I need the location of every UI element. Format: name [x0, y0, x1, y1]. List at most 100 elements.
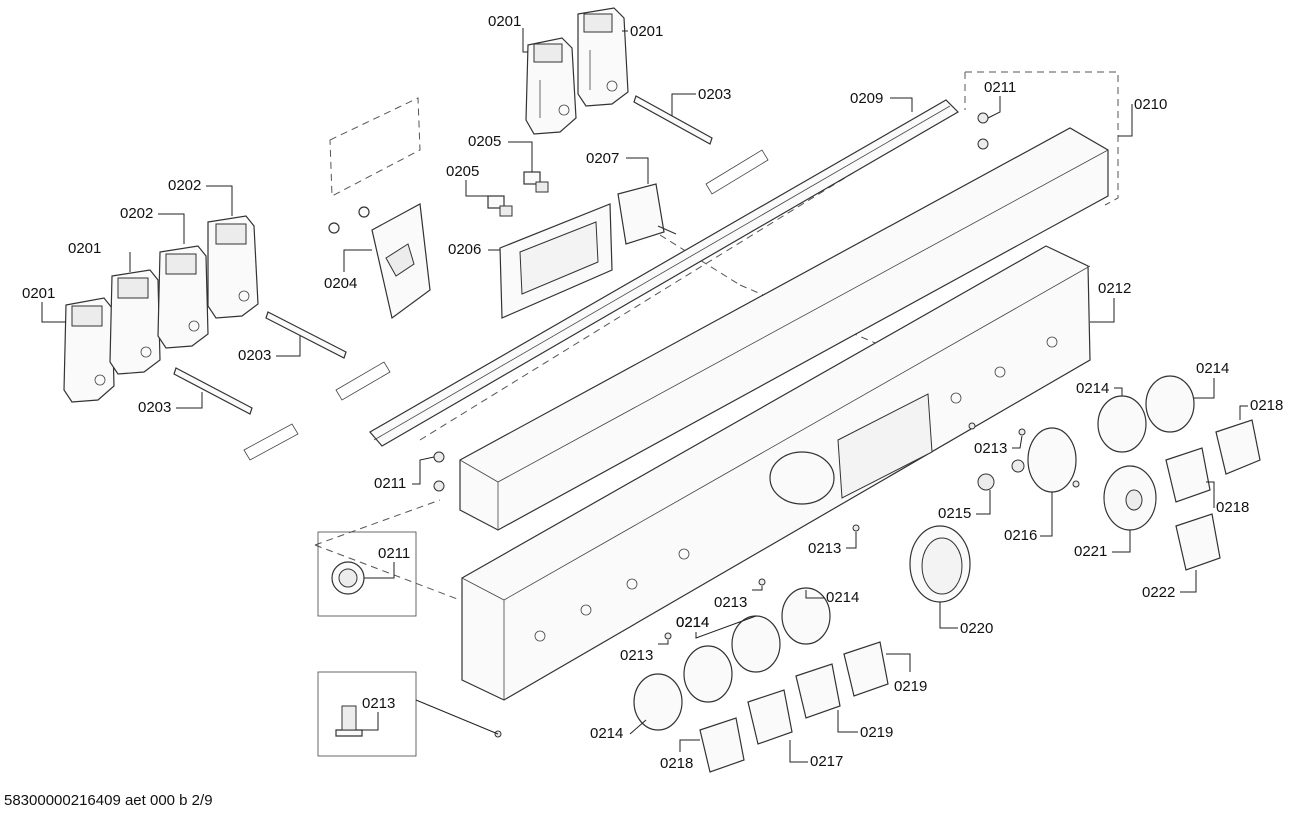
callout-0218-c: 0218	[660, 739, 700, 772]
callout-0211-c: 0211	[364, 545, 410, 579]
callout-0222: 0222	[1142, 570, 1197, 601]
callout-0215: 0215	[938, 490, 991, 522]
detail-box-nut	[317, 531, 417, 617]
switch-module-left-2	[109, 269, 161, 375]
callout-label: 0219	[894, 678, 927, 695]
control-panel	[461, 245, 1091, 701]
bracket-0204	[328, 203, 431, 320]
callout-label: 0220	[960, 620, 993, 637]
callout-0214-f: 0214	[676, 614, 709, 631]
switch-module-top-left	[525, 37, 577, 135]
callout-0203-c: 0203	[671, 86, 731, 116]
callout-label: 0216	[1004, 527, 1037, 544]
heat-shield	[329, 97, 421, 197]
callout-0213-e: 0213	[362, 695, 499, 735]
callout-0213-a: 0213	[974, 435, 1023, 457]
callout-label: 0203	[138, 399, 171, 416]
callout-label: 0218	[1216, 499, 1249, 516]
callout-label: 0203	[698, 86, 731, 103]
callout-label: 0201	[488, 13, 521, 30]
callout-label: 0210	[1134, 96, 1167, 113]
switch-module-left-1	[63, 297, 115, 403]
round-parts	[909, 427, 1157, 603]
callout-0219-a: 0219	[886, 653, 927, 695]
callout-label: 0201	[22, 285, 55, 302]
callout-label: 0214	[590, 725, 623, 742]
trim-strip	[369, 99, 959, 447]
callout-0202-b: 0202	[120, 205, 185, 244]
callout-0209: 0209	[850, 90, 913, 112]
callout-0205-b: 0205	[446, 163, 488, 197]
callout-label: 0221	[1074, 543, 1107, 560]
screws	[494, 422, 1080, 738]
callout-label: 0219	[860, 724, 893, 741]
callout-label: 0201	[68, 240, 101, 257]
callout-0212: 0212	[1090, 280, 1131, 323]
callout-0205-a: 0205	[468, 133, 533, 172]
callout-label: 0214	[676, 614, 709, 631]
callout-label: 0205	[468, 133, 501, 150]
callout-label: 0206	[448, 241, 481, 258]
callout-0214-d: 0214	[676, 614, 757, 639]
callout-label: 0209	[850, 90, 883, 107]
clips	[243, 149, 769, 461]
callout-0201-a: 0201	[488, 13, 528, 53]
callout-label: 0214	[1076, 380, 1109, 397]
callout-0213-c: 0213	[714, 586, 763, 611]
callout-0213-d: 0213	[620, 640, 669, 664]
callout-label: 0211	[374, 475, 406, 492]
selector-switch	[617, 183, 677, 245]
knobs	[699, 419, 1261, 773]
callout-label: 0214	[676, 614, 709, 631]
callout-label: 0213	[974, 440, 1007, 457]
callout-label: 0218	[660, 755, 693, 772]
detail-box-screw	[317, 671, 417, 757]
callout-0220: 0220	[939, 602, 993, 637]
callout-0211-a: 0211	[984, 79, 1016, 119]
callout-0203-a: 0203	[238, 336, 301, 364]
nuts	[433, 112, 989, 492]
callout-label: 0211	[984, 79, 1016, 96]
callout-0211-b: 0211	[374, 456, 435, 492]
callout-0218-a: 0218	[1239, 397, 1283, 420]
callout-label: 0213	[620, 647, 653, 664]
callout-0217: 0217	[789, 740, 843, 770]
callout-label: 0212	[1098, 280, 1131, 297]
callout-label: 0215	[938, 505, 971, 522]
callout-0204: 0204	[324, 249, 372, 292]
callout-0221: 0221	[1074, 530, 1131, 560]
callout-label: 0213	[808, 540, 841, 557]
callout-label: 0214	[1196, 360, 1229, 377]
callout-0214-e: 0214	[590, 719, 647, 742]
callout-0216: 0216	[1004, 492, 1053, 544]
callout-label: 0204	[324, 275, 357, 292]
display-board	[499, 203, 613, 319]
switch-module-left-3	[157, 245, 209, 349]
callout-label: 0207	[586, 150, 619, 167]
callout-label: 0203	[238, 347, 271, 364]
callout-0202-a: 0202	[168, 177, 233, 216]
callout-label: 0214	[826, 589, 859, 606]
callout-0219-b: 0219	[837, 710, 893, 741]
shafts	[173, 95, 713, 415]
switch-module-top-right	[577, 7, 629, 107]
callout-label: 0202	[168, 177, 201, 194]
callout-0206: 0206	[448, 241, 500, 258]
callout-0214-b: 0214	[1194, 360, 1229, 399]
callout-label: 0222	[1142, 584, 1175, 601]
callout-label: 0201	[630, 23, 663, 40]
callout-label: 0218	[1250, 397, 1283, 414]
callout-label: 0202	[120, 205, 153, 222]
callout-0201-d: 0201	[22, 285, 66, 323]
document-id: 58300000216409 aet 000 b 2/9	[4, 792, 213, 809]
callout-0203-b: 0203	[138, 392, 203, 416]
control-housing	[459, 127, 1109, 531]
callout-label: 0213	[714, 594, 747, 611]
switch-module-left-4	[207, 215, 259, 319]
callout-label: 0211	[378, 545, 410, 562]
callout-0201-b: 0201	[622, 23, 663, 40]
callout-0218-b: 0218	[1206, 481, 1249, 516]
callout-0201-c: 0201	[68, 240, 131, 272]
callout-label: 0205	[446, 163, 479, 180]
